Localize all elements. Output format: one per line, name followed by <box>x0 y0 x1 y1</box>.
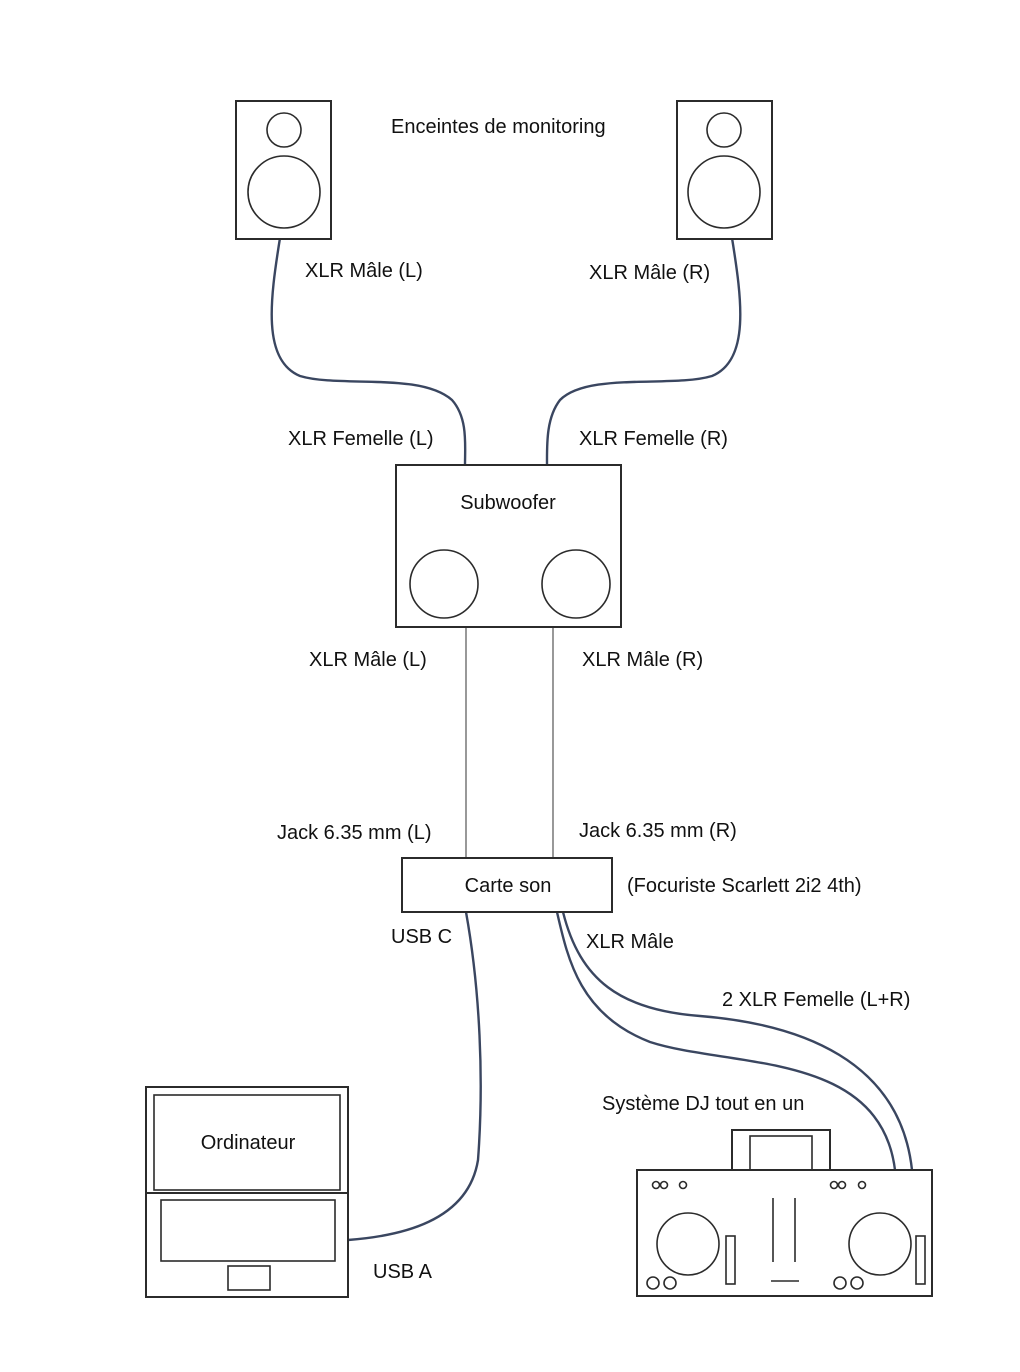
dj-controller <box>636 1129 933 1297</box>
laptop-screen <box>153 1094 341 1191</box>
laptop-keyboard <box>160 1199 336 1262</box>
dj-button-1 <box>651 1180 661 1190</box>
cables <box>270 236 914 1242</box>
dj-pad-left-2 <box>663 1276 677 1290</box>
monitor-right-cabinet <box>676 100 773 240</box>
subwoofer <box>395 464 622 628</box>
subwoofer-label: Subwoofer <box>460 492 556 514</box>
xlr-male-left-sub-label: XLR Mâle (L) <box>309 649 427 671</box>
dj-button-2 <box>659 1180 669 1190</box>
laptop-screen-frame <box>145 1086 349 1194</box>
dj-pitch-fader-left <box>725 1235 736 1285</box>
sound-card-model-label: (Focuriste Scarlett 2i2 4th) <box>627 875 862 897</box>
monitor-speaker-right <box>676 100 773 240</box>
sound-card-label: Carte son <box>465 875 552 897</box>
laptop-base <box>145 1192 349 1298</box>
monitor-left-cabinet <box>235 100 332 240</box>
dj-pitch-fader-right <box>915 1235 926 1285</box>
subwoofer-cabinet <box>395 464 622 628</box>
dj-pad-right-2 <box>850 1276 864 1290</box>
dj-jog-wheel-left <box>656 1212 720 1276</box>
monitor-left-woofer <box>247 155 321 229</box>
usb-c-label: USB C <box>391 926 452 948</box>
dj-screen-mount <box>731 1129 831 1171</box>
dj-button-4 <box>829 1180 839 1190</box>
xlr-male-right-sub-label: XLR Mâle (R) <box>582 649 703 671</box>
cable-xlr-right <box>561 910 914 1172</box>
cable-usb <box>346 910 482 1242</box>
xlr-male-left-top-label: XLR Mâle (L) <box>305 260 423 282</box>
labels: Enceintes de monitoring XLR Mâle (L) XLR… <box>201 116 911 1283</box>
dj-button-3 <box>678 1180 688 1190</box>
computer-label: Ordinateur <box>201 1132 296 1154</box>
dj-button-6 <box>857 1180 867 1190</box>
subwoofer-driver-left <box>409 549 479 619</box>
monitor-right-woofer <box>687 155 761 229</box>
cable-left-monitor <box>270 236 467 467</box>
monitor-speaker-left <box>235 100 332 240</box>
jack-left-label: Jack 6.35 mm (L) <box>277 822 431 844</box>
laptop <box>145 1086 349 1298</box>
xlr-male-card-label: XLR Mâle <box>586 931 674 953</box>
cable-xlr-left <box>555 910 897 1172</box>
dj-pad-left-1 <box>646 1276 660 1290</box>
cable-right-monitor <box>545 236 742 467</box>
dj-pad-right-1 <box>833 1276 847 1290</box>
dj-system-label: Système DJ tout en un <box>602 1093 804 1115</box>
jack-right-label: Jack 6.35 mm (R) <box>579 820 737 842</box>
sound-card <box>401 857 613 913</box>
xlr-femelle-left-label: XLR Femelle (L) <box>288 428 434 450</box>
subwoofer-driver-right <box>541 549 611 619</box>
dj-jog-wheel-right <box>848 1212 912 1276</box>
monitor-left-tweeter <box>266 112 302 148</box>
monitors-title: Enceintes de monitoring <box>391 116 606 138</box>
xlr-femelle-lr-label: 2 XLR Femelle (L+R) <box>722 989 910 1011</box>
usb-a-label: USB A <box>373 1261 433 1283</box>
monitor-right-tweeter <box>706 112 742 148</box>
laptop-touchpad <box>227 1265 271 1291</box>
xlr-male-right-top-label: XLR Mâle (R) <box>589 262 710 284</box>
xlr-femelle-right-label: XLR Femelle (R) <box>579 428 728 450</box>
dj-button-5 <box>837 1180 847 1190</box>
